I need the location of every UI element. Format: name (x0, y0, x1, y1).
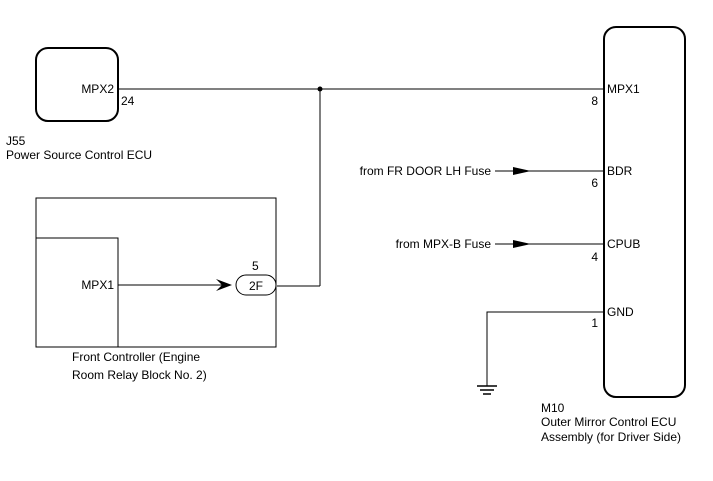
m10-pin-bdr-number: 6 (591, 176, 598, 190)
front-controller-name-line1: Front Controller (Engine (72, 350, 200, 364)
j55-ecu-box (35, 47, 119, 122)
connector-arrow-icon (216, 279, 232, 291)
j55-code: J55 (6, 134, 26, 148)
m10-pin-gnd-label: GND (607, 305, 634, 319)
m10-pin-mpx1-number: 8 (591, 94, 598, 108)
m10-pin-gnd-number: 1 (591, 316, 598, 330)
front-controller-outer-box (35, 197, 277, 348)
connector-2f (235, 274, 277, 296)
m10-pin-mpx1-label: MPX1 (607, 82, 640, 96)
bdr-arrow-icon (513, 167, 531, 175)
j55-pin-label: MPX2 (81, 82, 114, 96)
j55-name: Power Source Control ECU (6, 148, 152, 162)
connector-2f-pin: 5 (252, 259, 259, 273)
front-controller-pin-label: MPX1 (81, 278, 114, 292)
m10-pin-cpub-number: 4 (591, 250, 598, 264)
m10-name-line2: Assembly (for Driver Side) (541, 430, 681, 444)
m10-pin-bdr-label: BDR (607, 164, 633, 178)
j55-pin-number: 24 (121, 94, 135, 108)
m10-name-line1: Outer Mirror Control ECU (541, 415, 676, 429)
m10-code: M10 (541, 401, 565, 415)
m10-pin-cpub-label: CPUB (607, 237, 640, 251)
front-controller-inner-box (35, 237, 119, 348)
gnd-wire (486, 311, 604, 386)
connector-2f-label: 2F (249, 279, 263, 293)
front-controller-name-line2: Room Relay Block No. 2) (72, 368, 207, 382)
cpub-source-label: from MPX-B Fuse (396, 237, 492, 251)
ground-icon (477, 385, 497, 395)
bdr-source-label: from FR DOOR LH Fuse (360, 164, 492, 178)
cpub-arrow-icon (513, 240, 531, 248)
m10-ecu-box (603, 26, 686, 398)
